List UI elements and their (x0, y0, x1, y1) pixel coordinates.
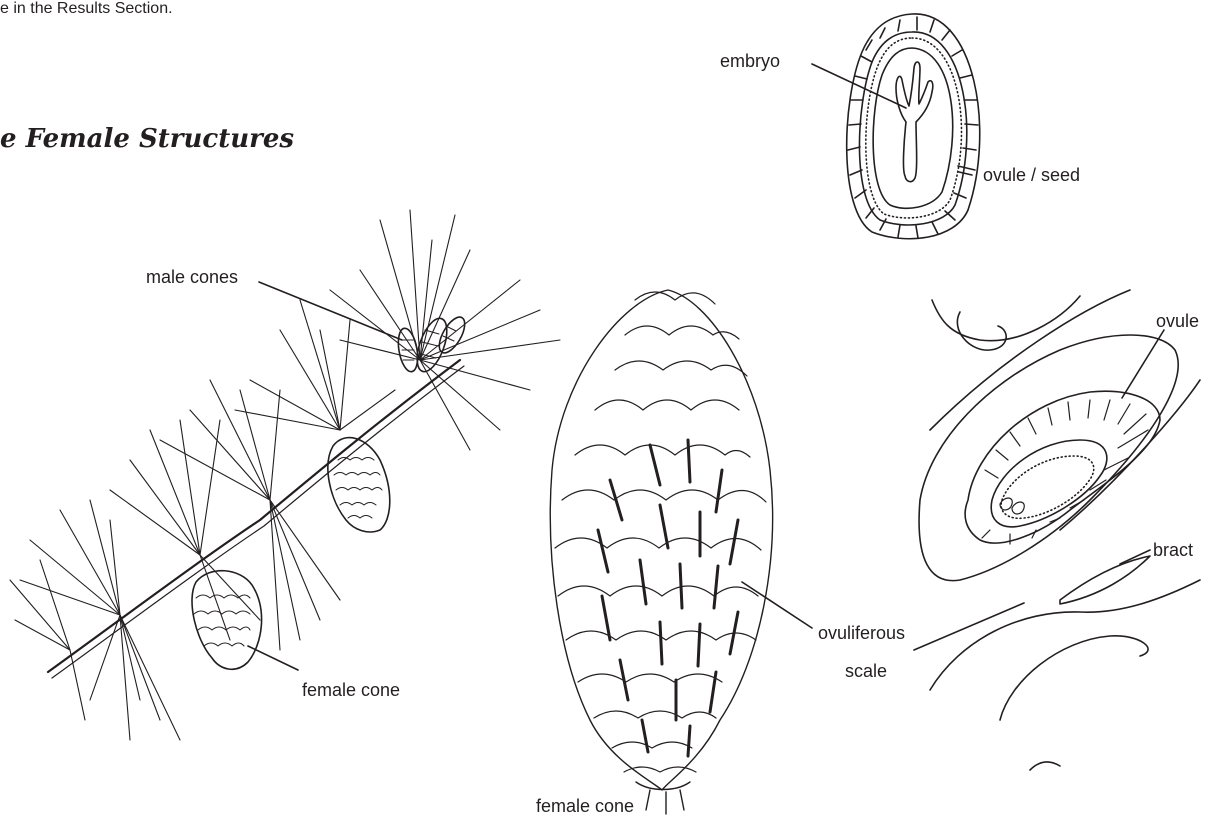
cone-outline (550, 290, 772, 790)
lower-scale-curve (1000, 636, 1148, 720)
scale-edge-right (1060, 380, 1200, 530)
scale-body-outer (919, 335, 1178, 581)
branch-stem (48, 360, 460, 672)
female-cone-branch-leader-line (248, 646, 298, 670)
bract-baseline (914, 603, 1024, 650)
ovule-seed-leader-line (958, 166, 975, 170)
embryo-leader-line (812, 64, 906, 108)
ovuliferous-leader-line (742, 582, 812, 628)
ovule-leader-line (1122, 330, 1164, 398)
large-female-cone-drawing (550, 290, 812, 814)
ovuliferous-scale-section (914, 290, 1200, 770)
ovule-inner (991, 440, 1107, 527)
needle-clusters (10, 210, 560, 740)
ovule-seed-drawing (812, 14, 980, 239)
embryo-shape (896, 62, 933, 182)
seed-wall-ticks (848, 17, 978, 238)
bract-shape (1060, 556, 1150, 604)
scale-edge-long (930, 290, 1130, 430)
female-cone-upper-drawing (328, 438, 390, 532)
scale-curl (957, 312, 1006, 350)
pine-branch-drawing (10, 210, 560, 740)
lower-scale-base (1030, 762, 1060, 770)
seed-mid-wall (859, 32, 966, 225)
cone-bract-tips (598, 440, 738, 756)
female-cone-lower-drawing (192, 571, 262, 670)
cone-base (636, 782, 690, 814)
